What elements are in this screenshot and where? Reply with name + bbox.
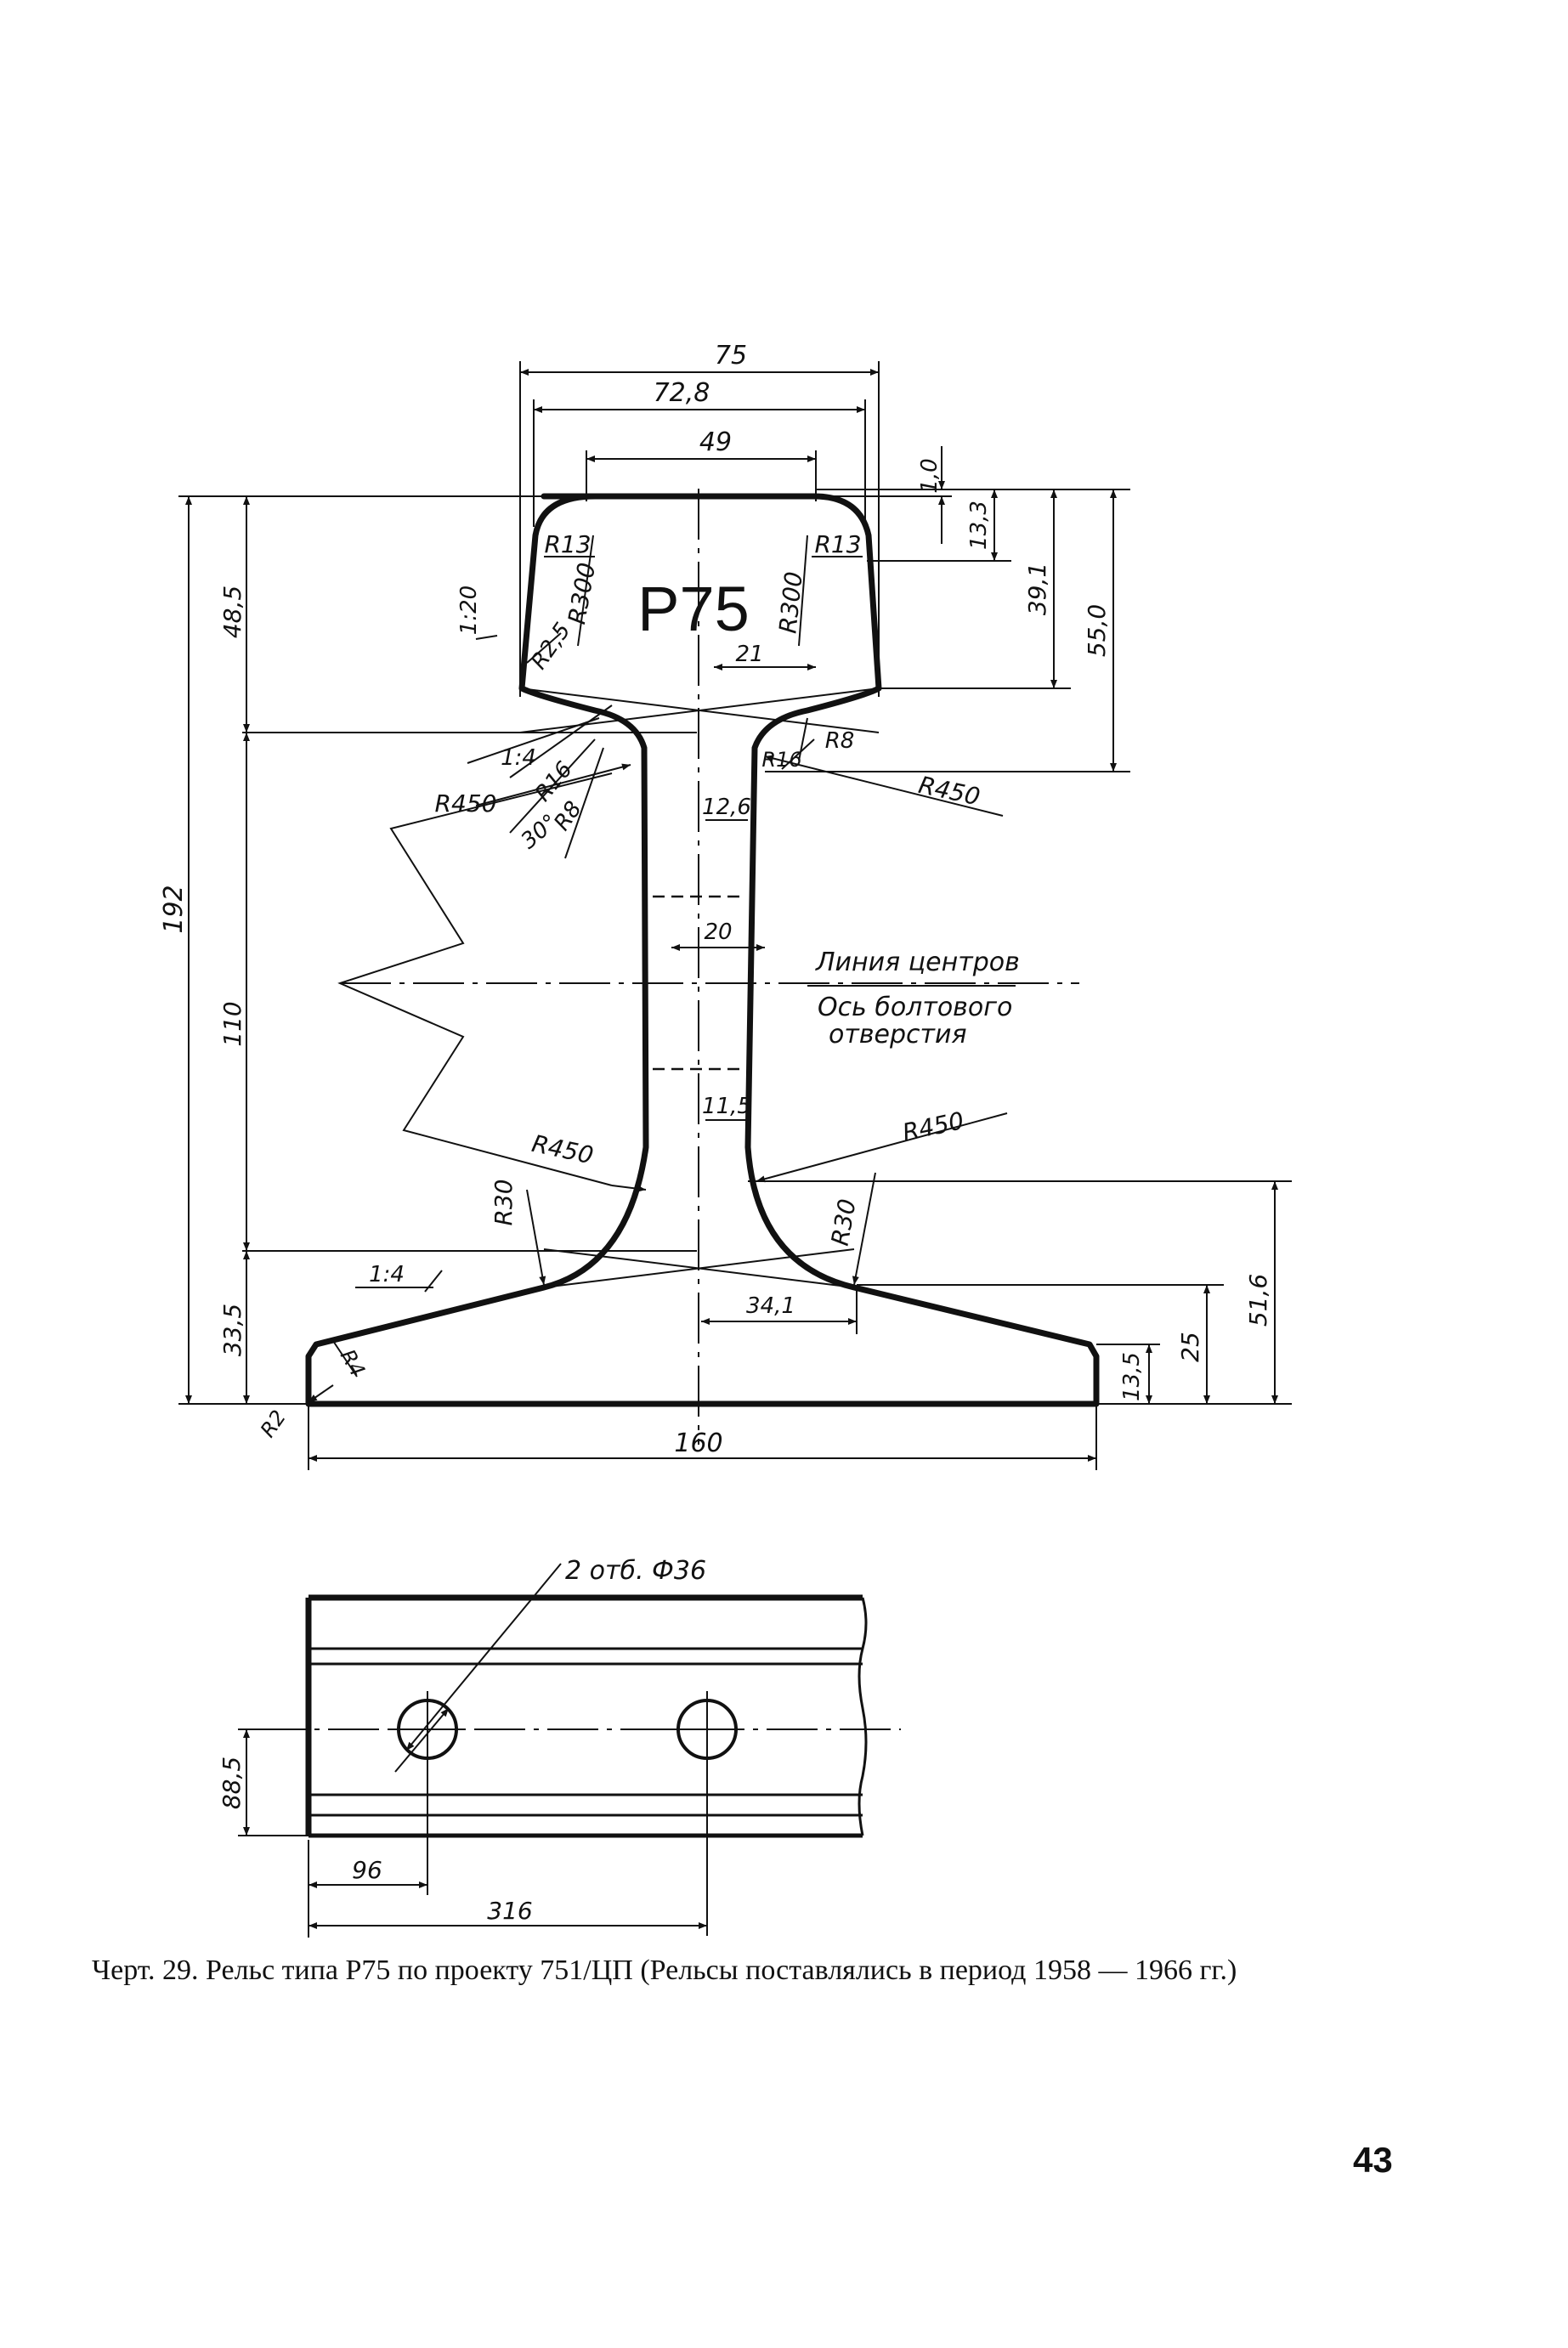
centers-line-label: Линия центров — [815, 948, 1020, 977]
bolt-axis-label-1: Ось болтового — [818, 993, 1012, 1022]
page-number: 43 — [1353, 2140, 1393, 2180]
radius-r13-left: R13 — [544, 530, 591, 558]
radius-r30-left: R30 — [490, 1179, 518, 1225]
holes-annotation: 2 отб. Ф36 — [565, 1556, 706, 1586]
dim-11-5: 11,5 — [702, 1094, 751, 1119]
dim-12-6: 12,6 — [702, 795, 751, 820]
dim-72-8: 72,8 — [654, 378, 710, 408]
dim-55-0: 55,0 — [1083, 604, 1111, 657]
dim-96: 96 — [352, 1856, 382, 1884]
radius-r450-upper-left: R450 — [435, 789, 497, 818]
radius-r2: R2 — [256, 1406, 291, 1441]
slope-1-4-upper: 1:4 — [501, 745, 536, 771]
profile-label: Р75 — [637, 574, 750, 644]
dim-21: 21 — [735, 642, 763, 667]
slope-1-4-lower: 1:4 — [369, 1262, 405, 1287]
figure-caption: Черт. 29. Рельс типа Р75 по проекту 751/… — [92, 1955, 1237, 1986]
radius-r2-5: R2,5 — [526, 618, 576, 674]
dim-13-5: 13,5 — [1119, 1352, 1145, 1401]
radius-r16-right: R16 — [761, 748, 801, 772]
dim-160: 160 — [674, 1429, 722, 1458]
rail-side-view — [255, 1594, 901, 1838]
bolt-axis-label-2: отверстия — [829, 1020, 967, 1050]
dim-192: 192 — [159, 885, 189, 933]
radius-r300-left: R300 — [563, 561, 601, 627]
dim-316: 316 — [487, 1897, 532, 1925]
radius-r300-right: R300 — [773, 570, 807, 635]
dim-20: 20 — [704, 919, 732, 945]
radius-r30-right: R30 — [826, 1197, 862, 1248]
radius-r450-lower-right: R450 — [900, 1106, 966, 1146]
dim-51-6: 51,6 — [1244, 1274, 1272, 1327]
dim-110: 110 — [218, 1001, 246, 1046]
dim-1-0: 1,0 — [917, 458, 942, 493]
rail-drawing: 75 72,8 49 1,0 13,3 39,1 55,0 48,5 192 1… — [159, 341, 1292, 1938]
dim-48-5: 48,5 — [218, 586, 246, 638]
dim-49: 49 — [699, 427, 732, 457]
r450-zigzag-leader — [337, 772, 613, 1186]
dim-25: 25 — [1176, 1332, 1204, 1362]
radius-r16-left: R16 — [530, 757, 578, 806]
radius-r4: R4 — [336, 1345, 370, 1381]
rail-profile-outline — [305, 493, 1100, 1407]
dim-13-3: 13,3 — [966, 501, 992, 550]
dim-88-5: 88,5 — [218, 1757, 246, 1809]
radius-r450-lower-left: R450 — [529, 1129, 596, 1169]
radius-r13-right: R13 — [814, 530, 861, 558]
dim-75: 75 — [715, 341, 747, 371]
dim-34-1: 34,1 — [746, 1293, 795, 1319]
dim-33-5: 33,5 — [218, 1304, 246, 1356]
radius-r8-right: R8 — [825, 728, 855, 754]
dim-39-1: 39,1 — [1023, 563, 1051, 615]
slope-1-20: 1:20 — [456, 586, 482, 635]
radius-r450-upper-right: R450 — [916, 771, 982, 811]
